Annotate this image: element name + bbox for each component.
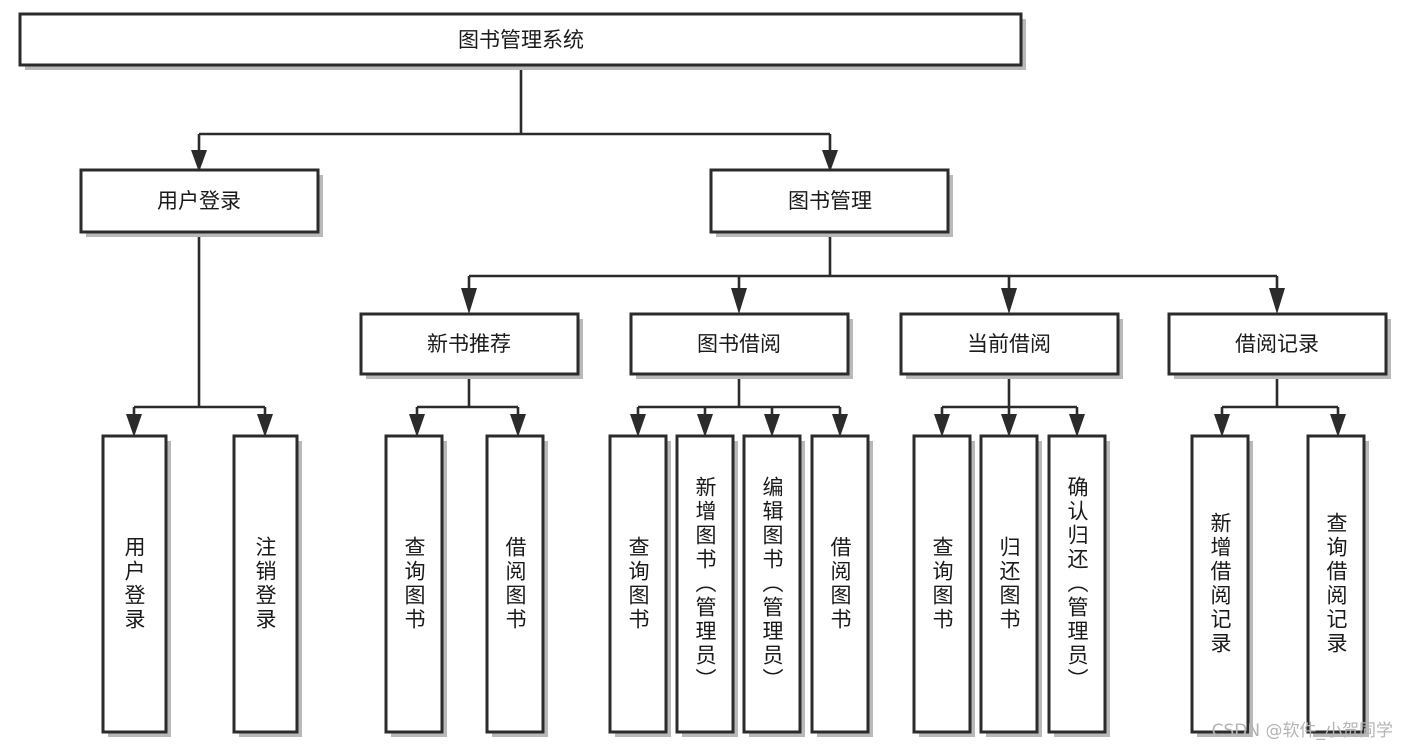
arrow-head-leaf-logout [257, 414, 273, 437]
node-new-book-recommend[interactable]: 新书推荐 [359, 312, 583, 379]
node-book-management-label: 图书管理 [788, 189, 872, 213]
arrow-head-borrow-leaf2 [764, 414, 780, 437]
leaf-current-borrow-1-box [979, 434, 1039, 734]
leaf-user-login-0-box [101, 434, 168, 734]
leaf-borrow-records-0-label: 新增借阅记录 [1208, 512, 1232, 656]
arrow-head-borrow-leaf0 [630, 414, 646, 437]
leaf-new-book-0-box [384, 434, 444, 734]
node-book-borrow[interactable]: 图书借阅 [629, 312, 853, 379]
leaf-user-login-1-box [232, 434, 299, 734]
arrow-head-leaf-user-login [126, 414, 142, 437]
leaf-book-borrow-1-box [675, 434, 735, 734]
leaf-new-book-1-box [485, 434, 545, 734]
node-book-borrow-label: 图书借阅 [697, 332, 781, 356]
leaf-borrow-records-1-box [1306, 434, 1366, 734]
leaf-node-current-borrow-1[interactable]: 归还图书 [979, 434, 1042, 737]
arrow-head-current-leaf1 [1001, 414, 1017, 437]
leaf-borrow-records-1-label: 查询借阅记录 [1324, 512, 1348, 656]
node-user-login-label: 用户登录 [157, 189, 241, 213]
leaf-borrow-records-0-box [1190, 434, 1250, 734]
arrow-head-borrow-leaf1 [697, 414, 713, 437]
node-new-book-recommend-label: 新书推荐 [427, 332, 511, 356]
node-root-label: 图书管理系统 [458, 28, 584, 52]
node-book-borrow-box [629, 312, 850, 376]
watermark: CSDN @软件_小贺同学 [1211, 721, 1393, 741]
node-borrow-records[interactable]: 借阅记录 [1167, 312, 1391, 379]
node-book-management[interactable]: 图书管理 [709, 168, 953, 237]
arrow-head-current [1001, 288, 1017, 314]
node-new-book-recommend-box [359, 312, 580, 376]
node-user-login[interactable]: 用户登录 [79, 168, 323, 237]
leaf-current-borrow-0-box [912, 434, 972, 734]
leaf-current-borrow-0-label: 查询图书 [930, 536, 954, 632]
leaf-node-current-borrow-0[interactable]: 查询图书 [912, 434, 975, 737]
leaf-node-book-borrow-3[interactable]: 借阅图书 [810, 434, 873, 737]
leaf-node-borrow-records-1[interactable]: 查询借阅记录 [1306, 434, 1369, 737]
node-current-borrow-box [899, 312, 1120, 376]
leaf-node-borrow-records-0[interactable]: 新增借阅记录 [1190, 434, 1253, 737]
leaf-book-borrow-3-box [810, 434, 870, 734]
leaf-new-book-0-label: 查询图书 [402, 536, 426, 632]
leaf-node-user-login-0[interactable]: 用户登录 [101, 434, 171, 737]
leaf-book-borrow-1-label: 新增图书（管理员） [693, 476, 717, 692]
leaf-new-book-1-label: 借阅图书 [503, 536, 527, 632]
arrow-head-records-leaf1 [1330, 414, 1346, 437]
leaf-node-new-book-0[interactable]: 查询图书 [384, 434, 447, 737]
arrow-head-current-leaf0 [934, 414, 950, 437]
leaf-book-borrow-3-label: 借阅图书 [828, 536, 852, 632]
leaf-book-borrow-0-label: 查询图书 [626, 536, 650, 632]
node-root[interactable]: 图书管理系统 [18, 12, 1026, 70]
node-book-management-box [709, 168, 950, 234]
arrow-head-newbook-leaf1 [510, 414, 526, 437]
leaf-node-current-borrow-2[interactable]: 确认归还（管理员） [1047, 434, 1110, 737]
arrow-head-newbook [461, 288, 477, 314]
leaf-node-book-borrow-2[interactable]: 编辑图书（管理员） [742, 434, 805, 737]
arrow-head-current-leaf2 [1069, 414, 1085, 437]
arrow-head-bookmgmt [822, 150, 838, 172]
node-root-box [18, 12, 1023, 67]
node-borrow-records-box [1167, 312, 1388, 376]
node-user-login-box [79, 168, 320, 234]
arrow-head-records-leaf0 [1214, 414, 1230, 437]
leaf-current-borrow-1-label: 归还图书 [997, 536, 1021, 632]
leaf-book-borrow-2-box [742, 434, 802, 734]
node-borrow-records-label: 借阅记录 [1235, 332, 1319, 356]
leaf-node-new-book-1[interactable]: 借阅图书 [485, 434, 548, 737]
arrow-head-borrow-leaf3 [832, 414, 848, 437]
node-current-borrow[interactable]: 当前借阅 [899, 312, 1123, 379]
arrow-head-borrow [731, 288, 747, 314]
leaf-node-user-login-1[interactable]: 注销登录 [232, 434, 302, 737]
leaf-user-login-0-label: 用户登录 [122, 536, 146, 632]
leaf-node-book-borrow-1[interactable]: 新增图书（管理员） [675, 434, 738, 737]
leaf-book-borrow-0-box [608, 434, 668, 734]
leaf-current-borrow-2-label: 确认归还（管理员） [1065, 476, 1089, 692]
leaf-node-book-borrow-0[interactable]: 查询图书 [608, 434, 671, 737]
connector-layer [126, 66, 1346, 437]
node-current-borrow-label: 当前借阅 [967, 332, 1051, 356]
arrow-head-records [1269, 288, 1285, 314]
leaf-user-login-1-label: 注销登录 [253, 536, 277, 632]
leaf-book-borrow-2-label: 编辑图书（管理员） [760, 476, 784, 692]
leaf-current-borrow-2-box [1047, 434, 1107, 734]
arrow-head-newbook-leaf0 [409, 414, 425, 437]
arrow-head-userlogin [191, 150, 207, 172]
